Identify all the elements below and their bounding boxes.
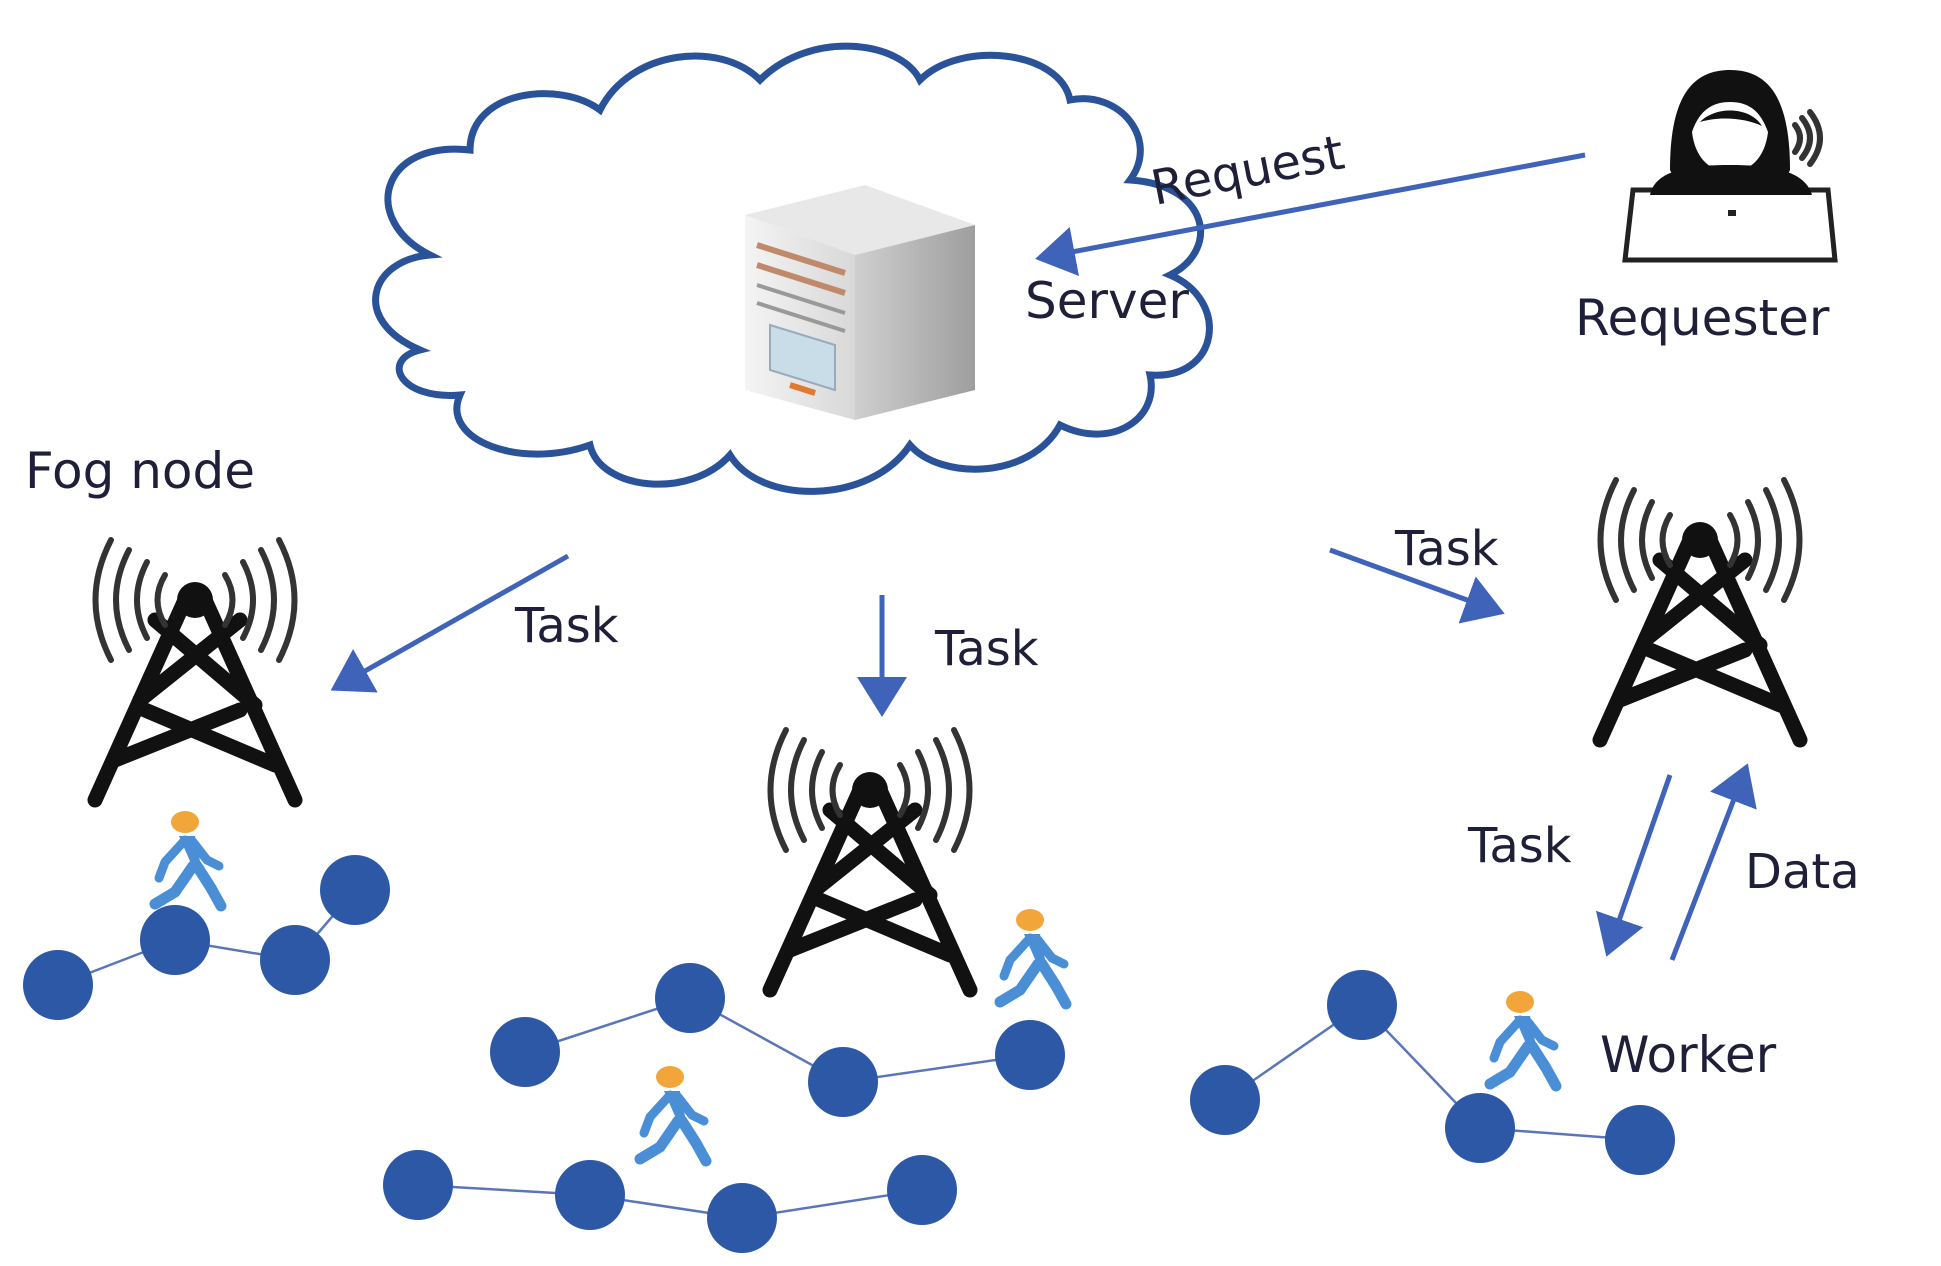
task-label-left: Task — [514, 598, 619, 654]
node-network-right — [1190, 970, 1675, 1175]
task-label-middle: Task — [934, 621, 1039, 677]
worker-label: Worker — [1600, 1026, 1777, 1084]
request-arrow — [1035, 152, 1586, 277]
data-label: Data — [1745, 844, 1860, 900]
cell-tower-icon — [770, 730, 970, 990]
walking-person-icon — [640, 1066, 706, 1161]
requester-label: Requester — [1575, 289, 1830, 347]
node-network-left — [23, 855, 390, 1020]
cell-tower-icon — [1600, 480, 1800, 740]
node-network-middle-lower — [383, 1150, 957, 1253]
task-arrow-left — [330, 553, 570, 693]
data-arrow-to-tower — [1669, 763, 1757, 961]
node-network-middle-upper — [490, 963, 1065, 1117]
task-label-right: Task — [1394, 521, 1499, 577]
fog-node-label: Fog node — [25, 442, 255, 500]
walking-person-icon — [1000, 909, 1066, 1004]
task-label-to-worker: Task — [1467, 818, 1572, 874]
task-arrow-right — [1329, 547, 1505, 624]
task-arrow-to-worker — [1595, 774, 1673, 957]
server-label: Server — [1025, 272, 1189, 330]
walking-person-icon — [1490, 991, 1556, 1086]
cell-tower-icon — [95, 540, 295, 800]
walking-person-icon — [155, 811, 221, 906]
requester-laptop-icon — [1622, 70, 1838, 263]
server-icon — [745, 185, 975, 420]
